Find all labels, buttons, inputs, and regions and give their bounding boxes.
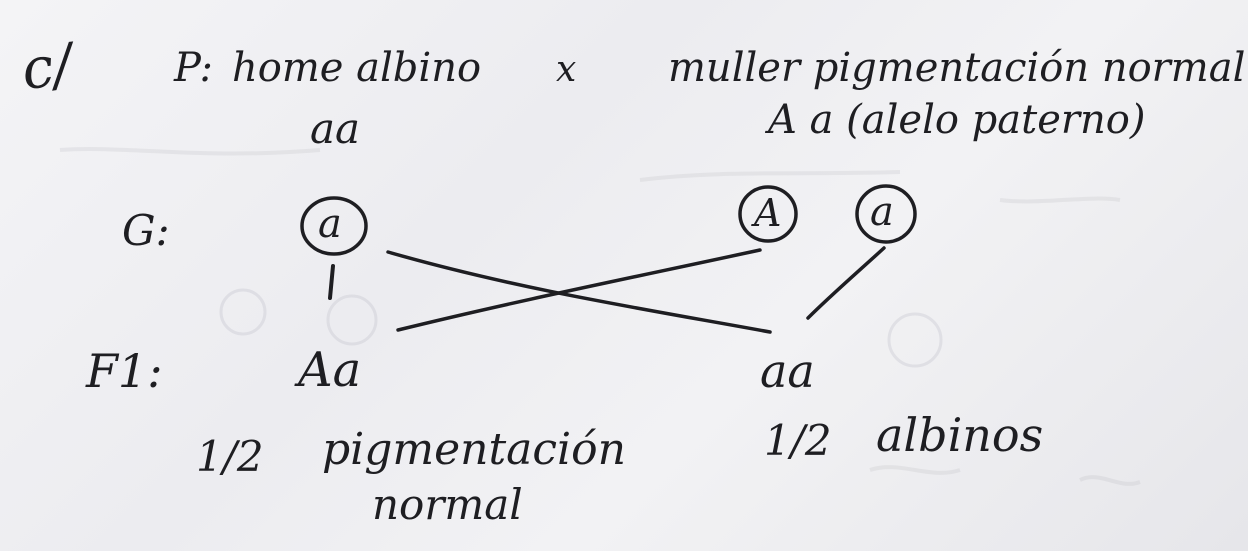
parents-label: P:	[174, 45, 213, 91]
gamete-female-A: A	[754, 191, 782, 235]
gamete-male-a: a	[318, 201, 342, 247]
result-right-ratio: 1/2	[764, 416, 832, 465]
female-phenotype: muller pigmentación normal	[668, 45, 1246, 91]
line-female-a-to-aa	[806, 246, 886, 320]
result-left-text-line2: normal	[372, 480, 523, 529]
gamete-female-a: a	[870, 189, 894, 235]
male-phenotype: home albino	[232, 45, 482, 91]
gametes-label: G:	[122, 206, 170, 255]
male-genotype: aa	[310, 104, 361, 153]
line-male-a-to-Aa	[328, 264, 335, 300]
gamete-circle-female-a	[855, 184, 917, 244]
line-female-A-to-Aa	[396, 248, 762, 332]
female-genotype: A a (alelo paterno)	[768, 97, 1146, 143]
result-left-text-line1: pigmentación	[322, 424, 626, 475]
gamete-circle-male-a	[300, 196, 368, 256]
f1-label: F1:	[86, 344, 163, 398]
cross-symbol: x	[556, 49, 577, 90]
result-left-ratio: 1/2	[196, 432, 264, 481]
f1-genotype-aa: aa	[760, 344, 815, 398]
f1-genotype-Aa: Aa	[298, 342, 362, 398]
gamete-circle-female-A	[738, 185, 798, 243]
result-right-text: albinos	[876, 408, 1044, 462]
line-male-a-to-aa	[386, 250, 772, 334]
